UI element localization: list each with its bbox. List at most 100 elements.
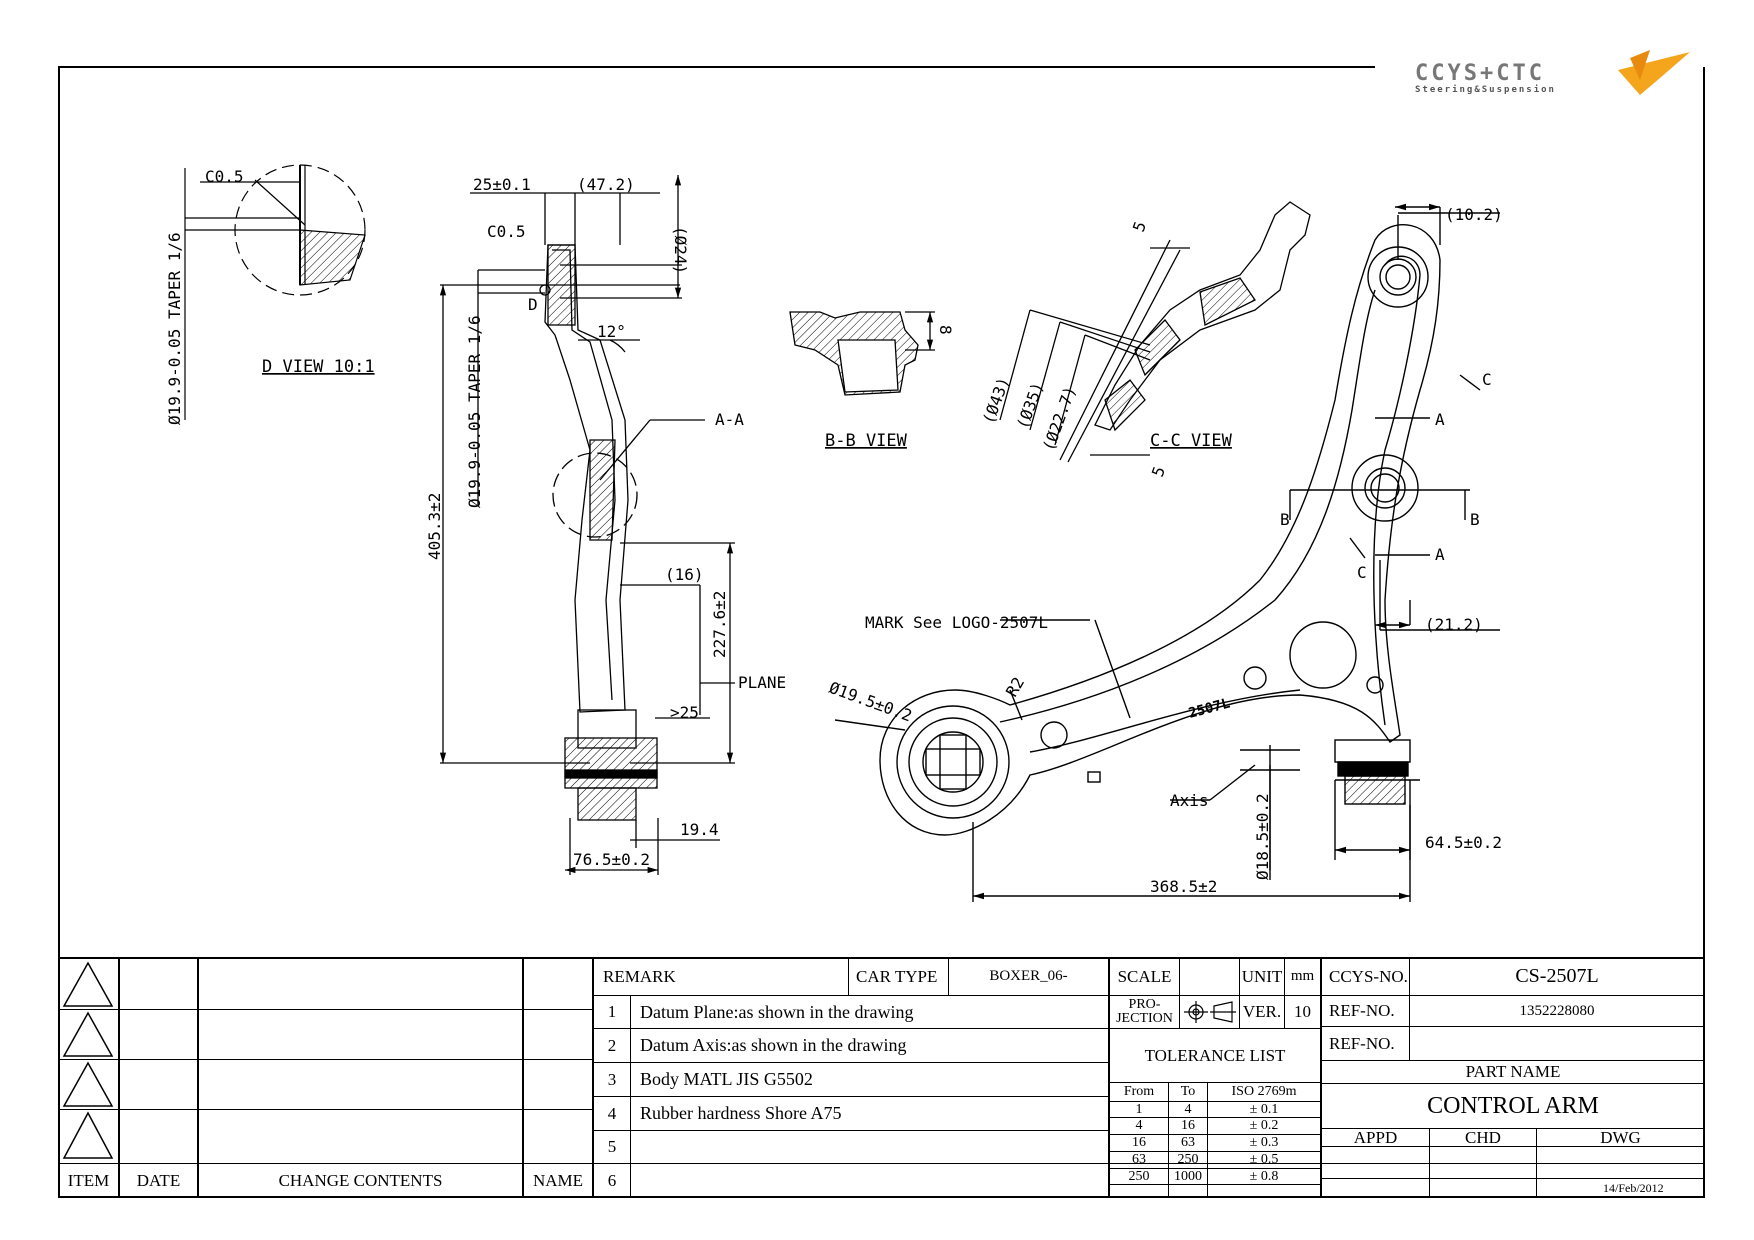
unit-label: UNIT (1241, 966, 1283, 986)
remark-num-1: 1 (607, 1002, 617, 1021)
header-item: ITEM (67, 1170, 110, 1190)
tol-header-iso: ISO 2769m (1231, 1084, 1297, 1099)
dim-gt25: >25 (670, 703, 699, 722)
remark-text-2: Datum Axis:as shown in the drawing (640, 1035, 907, 1055)
dim-227: 227.6±2 (710, 591, 729, 658)
dim-43: (Ø43) (979, 375, 1013, 427)
tol-row-3-to: 63 (1181, 1135, 1195, 1150)
remark-text-6 (636, 1164, 1106, 1197)
dim-22: (Ø22.7) (1039, 383, 1080, 453)
ccys-no-value: CS-2507L (1515, 965, 1599, 987)
dim-d19: Ø19.5±0.2 (827, 678, 915, 726)
side-view (439, 175, 735, 875)
remark-text-4: Rubber hardness Shore A75 (640, 1103, 842, 1123)
plan-view (834, 203, 1500, 902)
dim-25: 25±0.1 (473, 175, 531, 194)
d-view-title: D VIEW 10:1 (262, 357, 375, 377)
drawing-date: 14/Feb/2012 (1603, 1180, 1664, 1195)
tol-row-1-to: 4 (1184, 1102, 1192, 1117)
section-c-top: C (1482, 370, 1492, 389)
dim-21: (21.2) (1425, 615, 1483, 634)
remark-num-2: 2 (607, 1035, 617, 1055)
plane-label: PLANE (738, 673, 786, 692)
logo-swoosh-icon (1618, 52, 1690, 95)
section-b-right: B (1470, 510, 1480, 529)
brand-logo: CCYS+CTC Steering&Suspension (1415, 50, 1690, 95)
tol-row-4-from: 63 (1132, 1152, 1146, 1167)
tolerance-title: TOLERANCE LIST (1144, 1045, 1286, 1065)
dim-35: (Ø35) (1013, 380, 1047, 432)
tol-row-3-val: ± 0.3 (1249, 1135, 1279, 1150)
remark-label: REMARK (603, 966, 676, 986)
ref-no-label: REF-NO. (1329, 1001, 1395, 1020)
dim-c05-side: C0.5 (487, 222, 526, 241)
part-name-label: PART NAME (1465, 1062, 1561, 1081)
tol-row-2-to: 16 (1181, 1118, 1195, 1133)
tol-row-4-to: 250 (1177, 1152, 1199, 1167)
ver-label: VER. (1242, 1002, 1282, 1021)
tol-row-4-val: ± 0.5 (1249, 1152, 1279, 1167)
tol-row-5-to: 1000 (1174, 1169, 1202, 1184)
remark-num-5: 5 (607, 1137, 617, 1156)
dim-19: 19.4 (680, 820, 719, 839)
dim-76: 76.5±0.2 (573, 850, 650, 869)
ref-no-value: 1352228080 (1519, 1002, 1595, 1019)
section-a-top: A (1435, 410, 1445, 429)
scale-label: SCALE (1117, 966, 1172, 986)
dim-taper-side: Ø19.9-0.05 TAPER 1/6 (465, 315, 484, 508)
section-d-label: D (528, 295, 538, 314)
header-change: CHANGE CONTENTS (278, 1170, 443, 1190)
tol-header-from: From (1123, 1084, 1155, 1099)
sheet-border (58, 66, 1705, 1198)
bb-view-section (789, 311, 935, 396)
unit-value: mm (1290, 968, 1315, 984)
dim-47: (47.2) (577, 175, 635, 194)
dim-12deg: 12° (597, 322, 626, 341)
dim-8: 8 (936, 325, 955, 335)
tol-row-5-from: 250 (1128, 1169, 1150, 1184)
ref-no2-label: REF-NO. (1329, 1033, 1395, 1053)
section-b-left: B (1280, 510, 1290, 529)
ver-value: 10 (1294, 1002, 1311, 1021)
dim-64: 64.5±0.2 (1425, 833, 1502, 852)
bb-view-title: B-B VIEW (825, 431, 908, 451)
section-a-bottom: A (1435, 545, 1445, 564)
dim-16: (16) (665, 565, 704, 584)
remark-num-6: 6 (607, 1170, 617, 1190)
d-view-taper: Ø19.9-0.05 TAPER 1/6 (165, 232, 184, 425)
mark-label: MARK See LOGO-2507L (865, 613, 1048, 632)
d-view-detail (184, 164, 366, 420)
revision-triangles (62, 961, 114, 1159)
dim-d18: Ø18.5±0.2 (1253, 793, 1272, 880)
part-mark: 2507L (1187, 695, 1232, 721)
car-type-label: CAR TYPE (856, 966, 938, 986)
header-name: NAME (532, 1170, 584, 1190)
svg-text:Steering&Suspension: Steering&Suspension (1415, 84, 1556, 95)
car-type-value: BOXER_06- (989, 968, 1068, 984)
svg-text:CCYS+CTC: CCYS+CTC (1415, 61, 1545, 86)
cc-view-section (999, 201, 1311, 463)
section-c-bottom: C (1357, 563, 1367, 582)
dim-r2: R2 (1002, 674, 1028, 700)
title-block: ITEM DATE CHANGE CONTENTS NAME REMARK CA… (59, 958, 1704, 1197)
d-view-c05: C0.5 (205, 167, 244, 186)
ccys-no-label: CCYS-NO. (1329, 966, 1408, 986)
remark-num-4: 4 (607, 1103, 617, 1123)
aa-label: A-A (715, 410, 744, 429)
dim-405: 405.3±2 (425, 493, 444, 560)
tol-row-2-from: 4 (1135, 1118, 1143, 1133)
dim-368: 368.5±2 (1150, 877, 1217, 896)
remark-text-3: Body MATL JIS G5502 (640, 1069, 813, 1089)
cc-view-title: C-C VIEW (1150, 431, 1233, 451)
tol-row-2-val: ± 0.2 (1249, 1118, 1279, 1133)
dim-5-top: 5 (1129, 219, 1150, 235)
chd-label: CHD (1465, 1129, 1501, 1146)
remark-text-1: Datum Plane:as shown in the drawing (640, 1001, 914, 1022)
tol-row-3-from: 16 (1132, 1135, 1146, 1150)
axis-label: Axis (1170, 791, 1209, 810)
tol-row-1-val: ± 0.1 (1249, 1102, 1279, 1117)
appd-label: APPD (1353, 1129, 1398, 1146)
tol-row-5-val: ± 0.8 (1249, 1169, 1279, 1184)
remark-num-3: 3 (607, 1069, 617, 1089)
